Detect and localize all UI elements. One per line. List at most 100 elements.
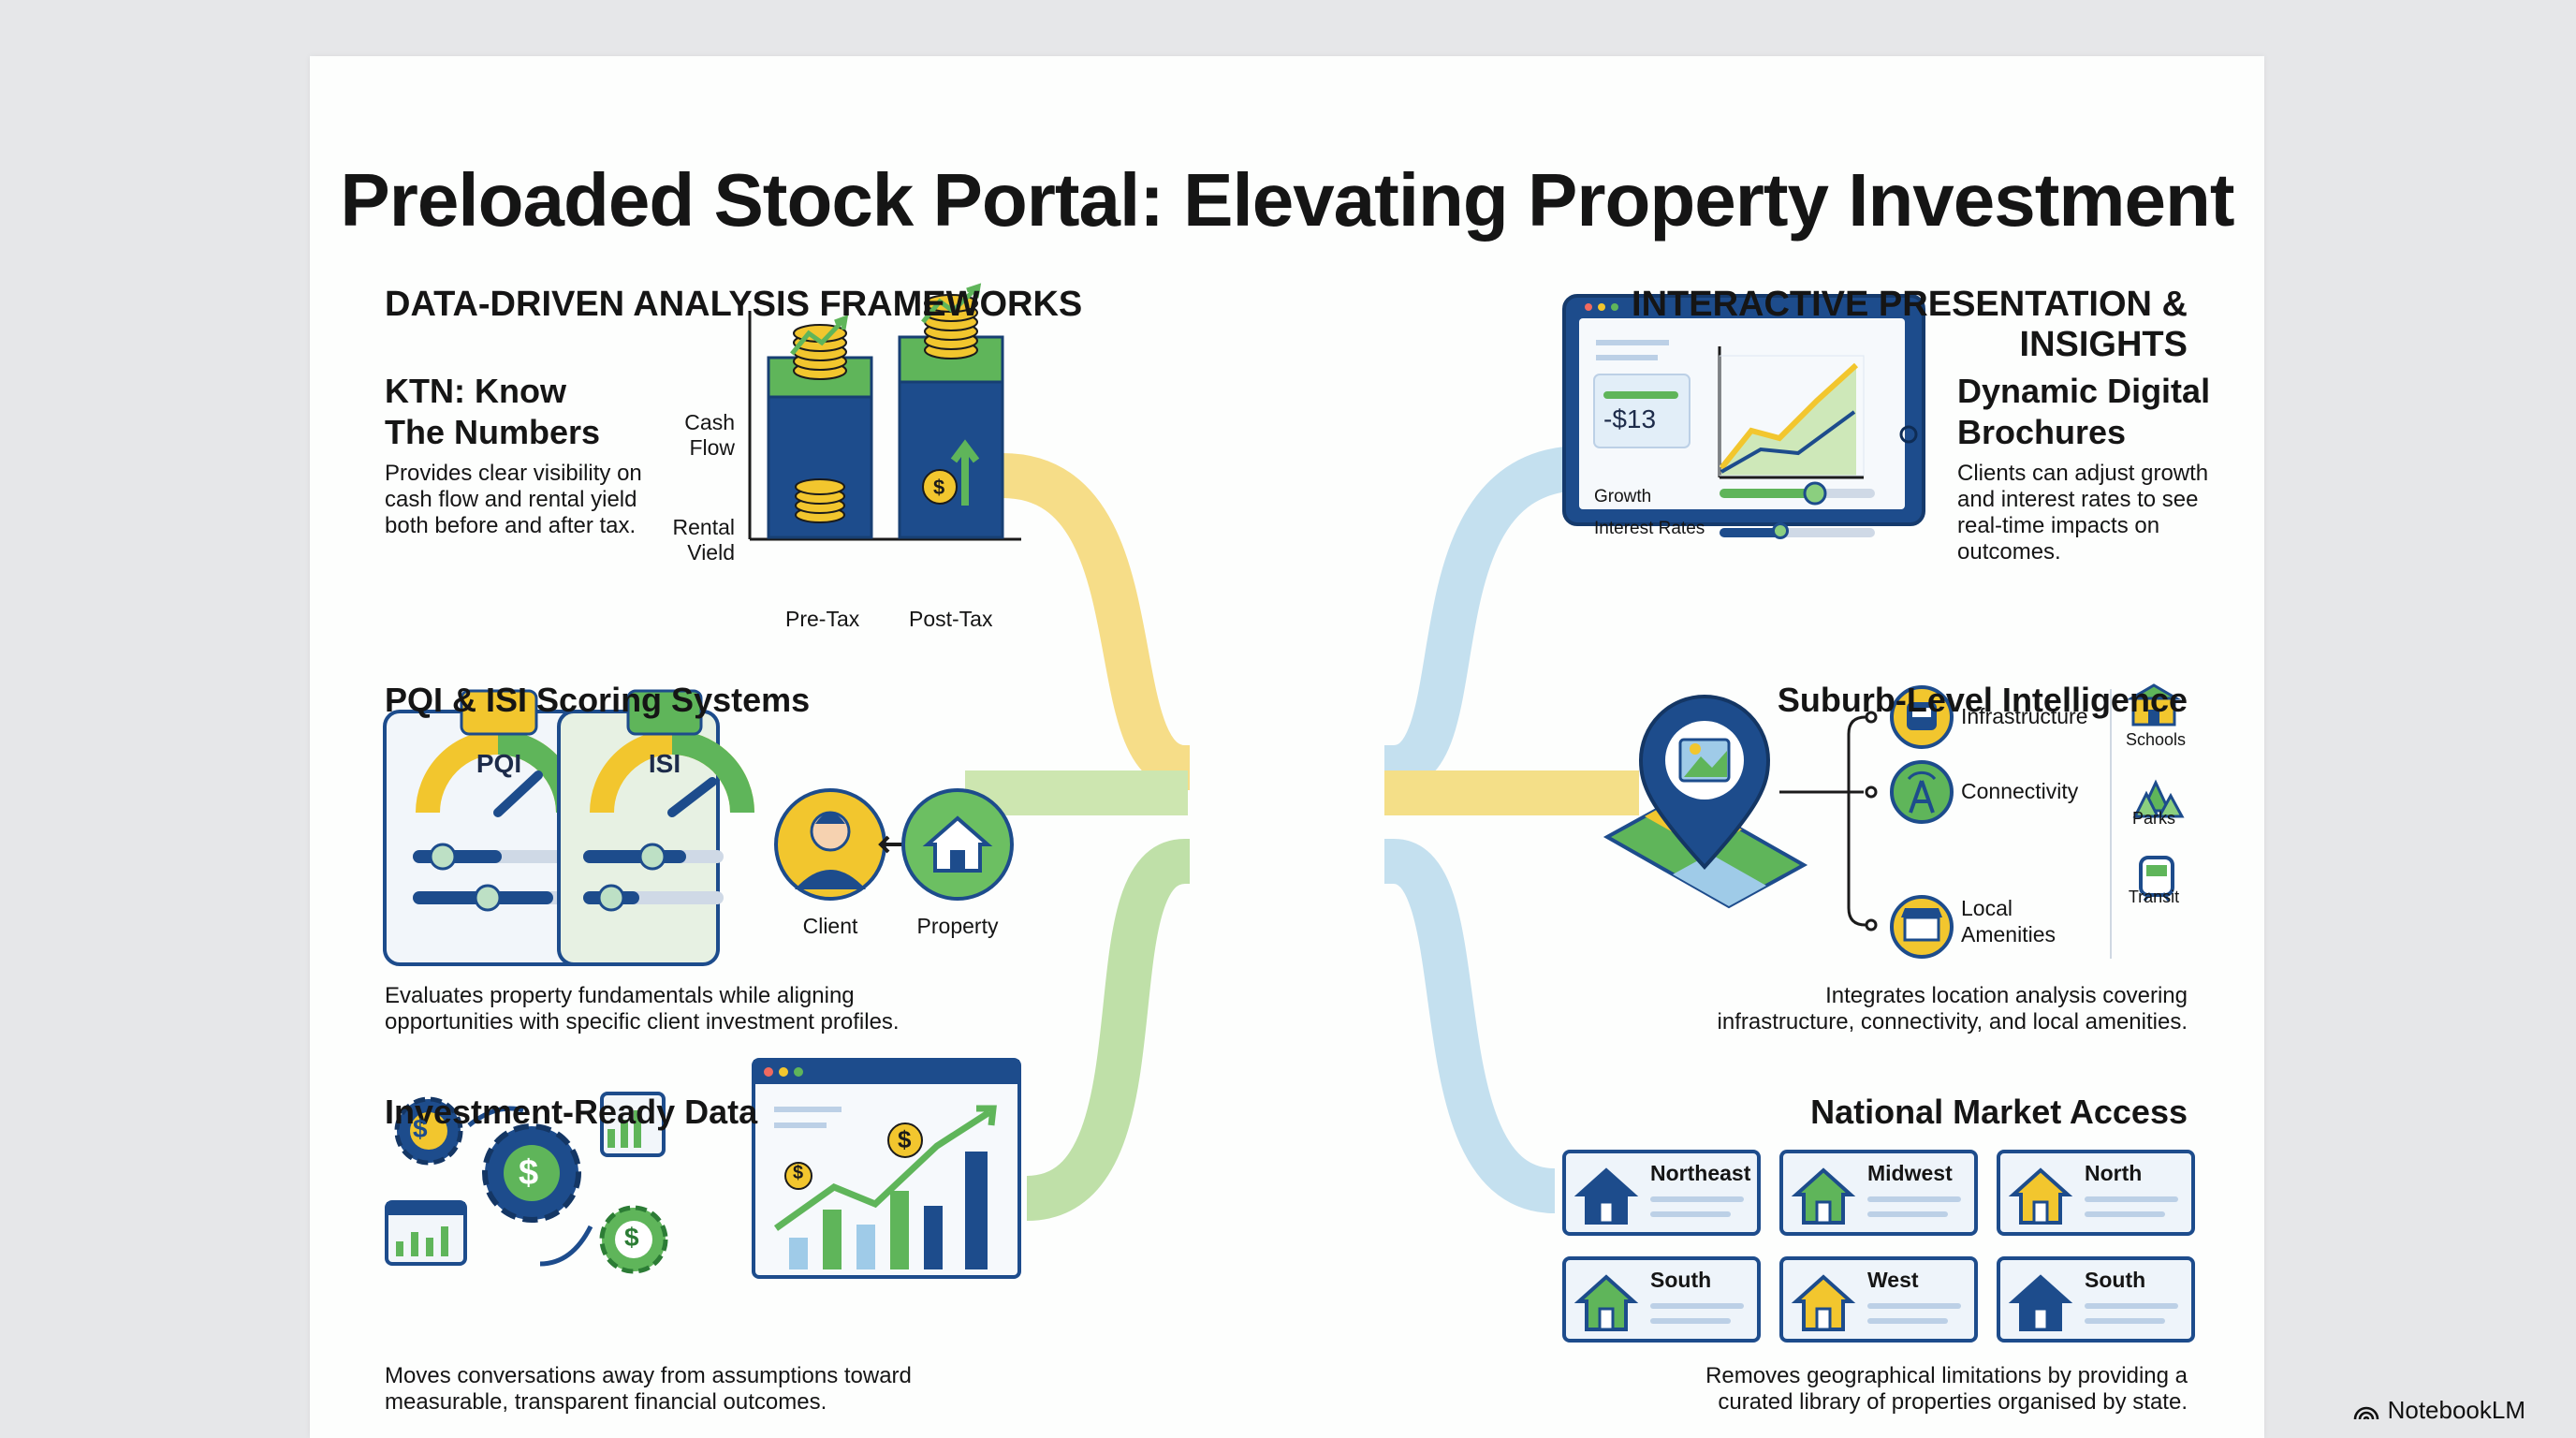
notebooklm-logo-icon (2353, 1406, 2378, 1419)
suburb-desc-line: infrastructure, connectivity, and local … (1717, 1009, 2188, 1034)
illustrations-canvas (383, 283, 2185, 1279)
connectivity-label: Connectivity (1961, 779, 2079, 803)
region-line (2085, 1318, 2165, 1324)
school-icon (2126, 683, 2182, 726)
connector-national (1384, 839, 1557, 1213)
trend-arrow-icon (790, 318, 845, 356)
ird-desc-line: measurable, transparent financial outcom… (385, 1389, 827, 1415)
arrow-up-icon (950, 439, 980, 506)
dollar-icon: $ (898, 1125, 912, 1153)
client-icon (774, 788, 886, 901)
region-line (1650, 1196, 1744, 1202)
suburb-description: Integrates location analysis covering in… (1620, 983, 2188, 1035)
house-icon (1573, 1167, 1639, 1225)
ird-description: Moves conversations away from assumption… (385, 1363, 912, 1416)
trees-icon (2132, 779, 2185, 818)
suburb-title: Suburb-Level Intelligence (1777, 681, 2188, 719)
house-icon (901, 788, 1014, 901)
dollar-icon: $ (624, 1223, 639, 1252)
brochures-desc-line: Clients can adjust growth (1957, 461, 2209, 486)
dollar-icon: $ (413, 1114, 428, 1143)
region-line (1650, 1303, 1744, 1309)
brochures-desc-line: real-time impacts on (1957, 513, 2160, 538)
client-label: Client (802, 914, 858, 938)
store-icon (1890, 895, 1954, 959)
gears-icon (385, 1092, 668, 1274)
region-line (2085, 1211, 2165, 1217)
region-card[interactable]: West (1779, 1256, 1978, 1343)
region-card[interactable]: South (1562, 1256, 1761, 1343)
brochures-title: Dynamic Digital Brochures (1957, 371, 2210, 453)
gauge-needle (493, 770, 543, 817)
cash-flow-label: Cash Flow (628, 410, 735, 461)
region-name: South (1650, 1268, 1712, 1292)
dollar-icon: $ (519, 1153, 539, 1193)
infographic-card: Preloaded Stock Portal: Elevating Proper… (310, 56, 2264, 1438)
national-desc-line: curated library of properties organised … (1718, 1389, 2188, 1415)
region-card[interactable]: South (1997, 1256, 2195, 1343)
dollar-icon: $ (793, 1163, 804, 1183)
region-name: Northeast (1650, 1161, 1751, 1185)
pqi-isi-title: PQI & ISI Scoring Systems (385, 681, 811, 719)
house-icon (1573, 1274, 1639, 1331)
pqi-desc-line: Evaluates property fundamentals while al… (385, 983, 855, 1008)
ktn-title-line: KTN: Know (385, 372, 566, 410)
page-title: Preloaded Stock Portal: Elevating Proper… (340, 158, 2234, 242)
watermark: NotebookLM (2352, 1396, 2525, 1425)
region-name: Midwest (1867, 1161, 1953, 1185)
region-card[interactable]: North (1997, 1150, 2195, 1236)
local-amenities-label-line: Amenities (1961, 922, 2056, 946)
interest-rates-label: Interest Rates (1594, 519, 1705, 538)
isi-card (557, 689, 754, 966)
ktn-title-line: The Numbers (385, 413, 601, 451)
region-name: North (2085, 1161, 2143, 1185)
national-title: National Market Access (1810, 1093, 2188, 1131)
gauge-needle (667, 777, 717, 817)
region-line (2085, 1303, 2178, 1309)
isi-badge: ISI (648, 749, 681, 778)
brochures-description: Clients can adjust growth and interest r… (1957, 461, 2208, 565)
cash-flow-label-line: Flow (689, 435, 735, 460)
pqi-badge: PQI (476, 749, 522, 778)
ktn-bar-chart (748, 283, 1021, 541)
right-section-heading: INTERACTIVE PRESENTATION & INSIGHTS (1632, 285, 2188, 364)
house-icon (1791, 1274, 1856, 1331)
schools-label: Schools (2126, 730, 2187, 749)
interest-rate-slider[interactable] (1720, 522, 1875, 539)
coins-icon (793, 294, 978, 523)
region-line (1650, 1211, 1731, 1217)
brochures-title-line: Dynamic Digital (1957, 372, 2211, 410)
region-card[interactable]: Northeast (1562, 1150, 1761, 1236)
region-line (1867, 1303, 1961, 1309)
suburb-desc-line: Integrates location analysis covering (1825, 983, 2188, 1008)
brochures-desc-line: outcomes. (1957, 539, 2061, 565)
infrastructure-label: Infrastructure (1961, 704, 2088, 728)
map-pin-icon (1603, 695, 1808, 909)
region-card[interactable]: Midwest (1779, 1150, 1978, 1236)
ktn-desc-line: both before and after tax. (385, 513, 637, 538)
rental-yield-label: Rental Vield (628, 515, 735, 565)
house-icon (1791, 1167, 1856, 1225)
ktn-desc-line: cash flow and rental yield (385, 487, 637, 512)
train-icon (2139, 856, 2174, 902)
ktn-description: Provides clear visibility on cash flow a… (385, 461, 642, 539)
connectivity-icon (1890, 760, 1954, 824)
pretax-label: Pre-Tax (785, 607, 860, 631)
local-amenities-label: Local Amenities (1961, 895, 2056, 947)
ktn-title: KTN: Know The Numbers (385, 371, 600, 453)
connector-ird (1025, 839, 1190, 1221)
cash-flow-label-line: Cash (684, 410, 735, 434)
region-line (1867, 1318, 1948, 1324)
local-amenities-label-line: Local (1961, 896, 2012, 920)
ird-desc-line: Moves conversations away from assumption… (385, 1363, 912, 1388)
rental-yield-label-line: Vield (687, 540, 735, 565)
transit-label: Transit (2128, 888, 2180, 906)
posttax-label: Post-Tax (909, 607, 993, 631)
national-desc-line: Removes geographical limitations by prov… (1705, 1363, 2188, 1388)
posttax-bar (898, 354, 1004, 539)
watermark-text: NotebookLM (2387, 1396, 2525, 1424)
brochures-title-line: Brochures (1957, 413, 2127, 451)
interest-rate-slider-handle[interactable] (1772, 522, 1789, 539)
connector-brochure (1384, 446, 1585, 790)
price-readout: -$13 (1603, 404, 1657, 433)
